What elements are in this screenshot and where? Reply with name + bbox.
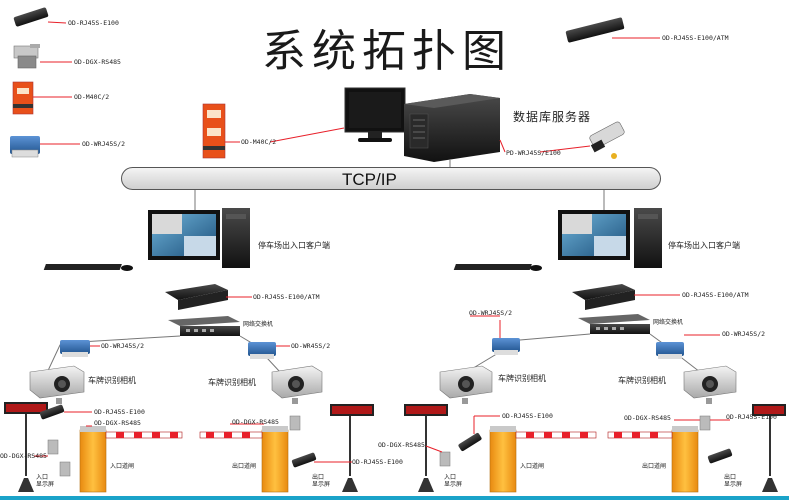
left-exit-rj45-protector-icon bbox=[291, 452, 352, 468]
db-server-icon bbox=[404, 94, 500, 162]
top-right-atm-label: OD-RJ45S-E100/ATM bbox=[662, 34, 729, 42]
left-atm-label: OD-RJ45S-E100/ATM bbox=[253, 293, 320, 301]
left-switch-icon bbox=[168, 316, 240, 336]
legend-label-dgx: OD-DGX-RS485 bbox=[74, 58, 121, 66]
left-entry-display-label: 入口 显示屏 bbox=[36, 474, 55, 489]
left-client-label: 停车场出入口客户端 bbox=[258, 241, 330, 250]
legend-combo-protector-icon bbox=[10, 136, 80, 158]
right-exit-display-icon bbox=[752, 404, 786, 492]
left-display-dgx-label: OD-DGX-RS485 bbox=[0, 452, 47, 460]
right-camera-b-icon bbox=[683, 365, 737, 404]
right-atm-label: OD-RJ45S-E100/ATM bbox=[682, 291, 749, 299]
right-dgx-protector-icon bbox=[425, 445, 451, 467]
right-exit-display-label: 出口 显示屏 bbox=[724, 474, 743, 489]
left-exit-display-label: 出口 显示屏 bbox=[312, 474, 331, 489]
legend-power-protector-icon bbox=[12, 81, 72, 115]
left-rj45-label: OD-RJ45S-E100 bbox=[94, 408, 145, 416]
right-combo-protector-b-icon bbox=[656, 334, 720, 359]
left-rj45-protector-icon bbox=[39, 404, 92, 420]
right-switch-icon bbox=[578, 314, 650, 334]
left-entry-barrier-icon bbox=[79, 425, 183, 493]
right-combo-a-label: OD-WRJ45S/2 bbox=[469, 309, 513, 317]
left-entry-gate-label: 入口道闸 bbox=[110, 463, 135, 470]
right-entry-barrier-icon bbox=[489, 426, 597, 493]
right-exit-rj45-label: OD-RJ45S-E100 bbox=[726, 413, 777, 421]
right-atm-protector-icon bbox=[572, 284, 680, 310]
network-label: TCP/IP bbox=[342, 170, 397, 189]
left-exit-dgx-protector-icon bbox=[289, 415, 301, 431]
right-camera-b-label: 车牌识别相机 bbox=[618, 376, 666, 385]
left-atm-protector-icon bbox=[165, 284, 252, 310]
left-combo-protector-a-icon bbox=[60, 340, 100, 357]
legend-label-wrj45: OD-WRJ45S/2 bbox=[82, 140, 126, 148]
server-monitor-icon bbox=[344, 87, 406, 142]
right-entry-display-label: 入口 显示屏 bbox=[444, 474, 463, 489]
right-entry-gate-label: 入口道闸 bbox=[520, 463, 545, 470]
left-exit-display-icon bbox=[330, 404, 374, 492]
left-combo-protector-b-icon bbox=[248, 342, 290, 359]
right-exit-gate-label: 出口道闸 bbox=[642, 463, 667, 470]
left-switch-label: 网络交换机 bbox=[243, 321, 274, 328]
tcp-ip-network-bus bbox=[121, 167, 661, 190]
atm-protector-top-icon bbox=[565, 17, 660, 43]
right-camera-a-label: 车牌识别相机 bbox=[498, 374, 546, 383]
right-rj45-protector-icon bbox=[458, 415, 500, 451]
left-camera-b-label: 车牌识别相机 bbox=[208, 378, 256, 387]
right-exit-rj45-protector-icon bbox=[707, 448, 733, 464]
right-combo-b-label: OD-WRJ45S/2 bbox=[722, 330, 766, 338]
legend-network-protector-icon bbox=[13, 7, 67, 27]
server-power-protector-icon bbox=[202, 103, 345, 159]
right-rj45-label: OD-RJ45S-E100 bbox=[502, 412, 553, 420]
left-camera-a-icon bbox=[29, 365, 85, 404]
legend-label-rj45: OD-RJ45S-E100 bbox=[68, 19, 119, 27]
left-entry-display-icon bbox=[4, 402, 48, 492]
left-combo-b-label: OD-WR45S/2 bbox=[291, 342, 331, 350]
left-client-computer-icon bbox=[43, 208, 250, 271]
bottom-accent-bar bbox=[0, 496, 789, 500]
db-server-label: 数据库服务器 bbox=[513, 110, 592, 124]
diagram-title: 系统拓扑图 bbox=[262, 26, 512, 77]
legend-signal-protector-icon bbox=[13, 44, 72, 69]
right-entry-display-icon bbox=[404, 404, 448, 492]
poe-protector-icon bbox=[499, 121, 625, 159]
right-client-label: 停车场出入口客户端 bbox=[668, 241, 740, 250]
left-combo-a-label: OD-WRJ45S/2 bbox=[101, 342, 145, 350]
right-combo-protector-a-icon bbox=[470, 315, 520, 355]
left-exit-dgx-label: OD-DGX-RS485 bbox=[232, 418, 279, 426]
right-camera-a-icon bbox=[439, 365, 493, 404]
server-power-protector-label: OD-M40C/2 bbox=[241, 138, 277, 146]
right-dgx-label: OD-DGX-RS485 bbox=[378, 441, 425, 449]
left-exit-rj45-label: OD-RJ45S-E100 bbox=[352, 458, 403, 466]
left-camera-a-label: 车牌识别相机 bbox=[88, 376, 136, 385]
right-exit-barrier-icon bbox=[607, 419, 700, 493]
legend-label-m40c: OD-M40C/2 bbox=[74, 93, 110, 101]
right-client-computer-icon bbox=[453, 208, 662, 271]
left-exit-barrier-icon bbox=[199, 423, 289, 493]
right-switch-label: 网络交换机 bbox=[653, 319, 684, 326]
left-camera-b-icon bbox=[271, 365, 323, 404]
left-exit-gate-label: 出口道闸 bbox=[232, 463, 257, 470]
left-dgx-protector-icon bbox=[34, 439, 71, 477]
poe-protector-label: PD-WRJ45S/E100 bbox=[506, 149, 561, 157]
left-dgx-label: OD-DGX-RS485 bbox=[94, 419, 141, 427]
right-exit-dgx-protector-icon bbox=[699, 415, 730, 431]
right-exit-dgx-label: OD-DGX-RS485 bbox=[624, 414, 671, 422]
